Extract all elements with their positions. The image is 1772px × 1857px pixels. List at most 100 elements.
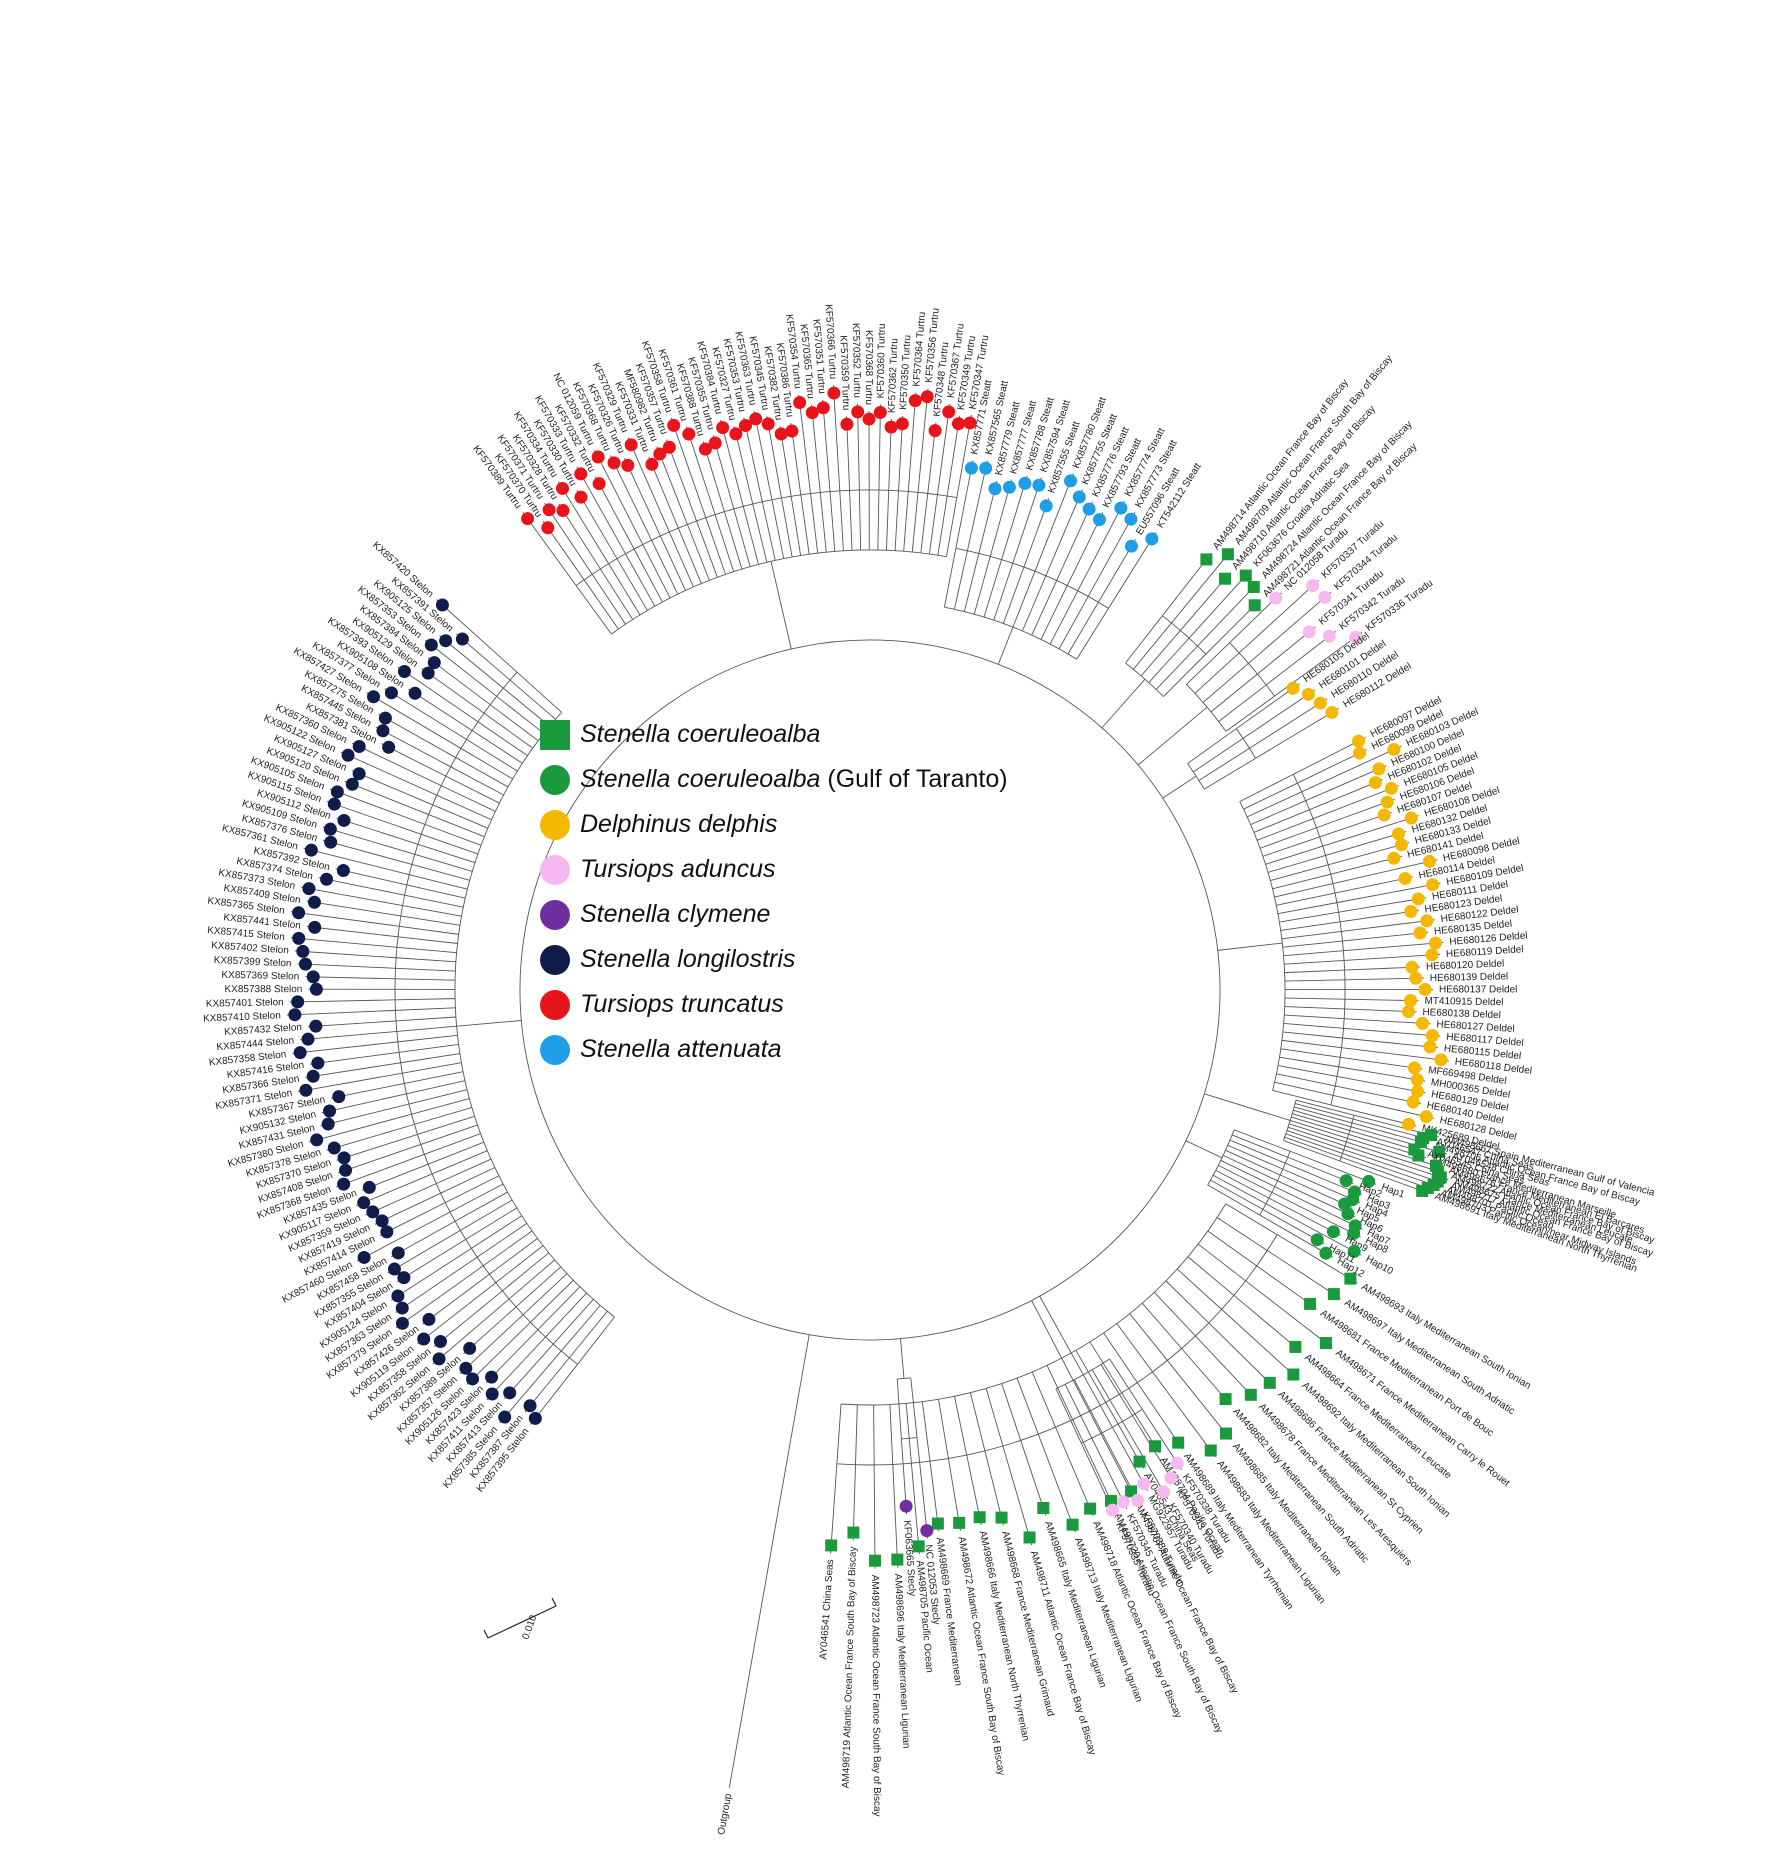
branch	[1049, 590, 1079, 645]
branch	[431, 1150, 488, 1175]
leaf-circle-marker	[307, 895, 321, 909]
branch	[307, 1020, 397, 1028]
branch	[395, 1265, 484, 1329]
branch	[404, 1071, 464, 1084]
branch	[424, 639, 497, 697]
branch	[907, 392, 917, 492]
branch	[309, 1051, 400, 1065]
leaf-circle-marker	[435, 598, 449, 612]
leaf-circle-marker	[306, 1069, 320, 1083]
legend-circle-marker	[540, 1034, 570, 1065]
leaf-circle-marker	[591, 450, 605, 464]
branch	[858, 490, 862, 551]
branch	[1262, 836, 1320, 857]
branch	[1343, 1027, 1441, 1037]
leaf-circle-marker	[397, 664, 411, 678]
leaf-circle-marker	[439, 634, 453, 648]
branch	[406, 1080, 466, 1095]
leaf-circle-marker	[1322, 629, 1336, 643]
branch	[1031, 1300, 1063, 1359]
leaf-circle-marker	[357, 1250, 371, 1264]
branch	[1034, 473, 1074, 572]
leaf-square-marker	[1433, 1145, 1446, 1158]
branch	[568, 1310, 608, 1359]
legend-label: Stenella coeruleoalba	[580, 720, 820, 749]
branch	[670, 417, 707, 518]
leaf-circle-marker	[1306, 579, 1320, 593]
leaf-circle-marker	[899, 1499, 913, 1513]
legend-entry: Stenella clymene	[540, 892, 1100, 937]
branch	[1239, 773, 1294, 802]
branch	[1238, 579, 1319, 654]
branch	[1344, 953, 1441, 961]
branch	[720, 419, 744, 507]
leaf-square-marker	[1023, 1531, 1036, 1544]
branch	[1284, 969, 1345, 974]
branch	[1031, 1371, 1057, 1428]
branch	[1088, 1411, 1136, 1499]
branch	[456, 1020, 522, 1027]
leaf-circle-marker	[840, 417, 854, 431]
branch	[440, 1167, 496, 1194]
branch	[1187, 1256, 1235, 1296]
branch	[545, 1292, 587, 1338]
branch	[289, 999, 396, 1003]
leaf-circle-marker	[366, 1205, 380, 1219]
branch	[428, 814, 485, 838]
branch	[436, 599, 518, 673]
leaf-circle-marker	[920, 390, 934, 404]
leaf-circle-marker	[1286, 681, 1300, 695]
leaf-circle-marker	[352, 767, 366, 781]
branch	[1336, 882, 1441, 904]
leaf-circle-marker	[1426, 878, 1440, 892]
branch	[714, 514, 735, 572]
leaf-circle-marker	[607, 456, 621, 470]
branch	[985, 1388, 1004, 1447]
leaf-circle-marker	[323, 1104, 337, 1118]
leaf-square-marker	[1125, 1485, 1138, 1498]
leaf-label: AM498696 Italy Mediterranean Ligurian	[892, 1573, 911, 1748]
branch	[460, 748, 513, 780]
branch	[320, 1103, 410, 1127]
leaf-circle-marker	[1341, 1207, 1355, 1221]
leaf-circle-marker	[851, 405, 865, 419]
branch	[1210, 673, 1258, 713]
branch	[1185, 1140, 1223, 1159]
leaf-circle-marker	[1411, 1084, 1425, 1098]
leaf-circle-marker	[1157, 1485, 1171, 1499]
branch	[966, 460, 988, 551]
leaf-label: KF570366 Turtru	[823, 304, 839, 380]
branch	[1274, 1081, 1334, 1096]
leaf-square-marker	[995, 1511, 1008, 1524]
leaf-circle-marker	[304, 843, 318, 857]
branch	[1277, 902, 1337, 915]
leaf-circle-marker	[1039, 499, 1053, 513]
leaf-circle-marker	[574, 467, 588, 481]
branch	[1287, 1126, 1346, 1147]
leaf-label: AM498723 Atlantic Ocean France South Bay…	[869, 1575, 882, 1817]
leaf-circle-marker	[1302, 625, 1316, 639]
leaf-circle-marker	[1124, 539, 1138, 553]
leaf-circle-marker	[1318, 590, 1332, 604]
leaf-circle-marker	[327, 797, 341, 811]
legend-species-name: Stenella longilostris	[580, 945, 796, 973]
branch	[406, 884, 466, 899]
branch	[455, 757, 509, 788]
branch	[466, 1321, 531, 1385]
leaf-circle-marker	[1409, 971, 1423, 985]
leaf-circle-marker	[1380, 795, 1394, 809]
leaf-circle-marker	[1319, 1246, 1333, 1260]
leaf-circle-marker	[306, 970, 320, 984]
branch	[928, 494, 938, 555]
leaf-square-marker	[931, 1517, 944, 1530]
branch	[791, 1373, 803, 1434]
branch	[471, 730, 523, 764]
branch	[892, 1464, 899, 1568]
leaf-circle-marker	[928, 424, 942, 438]
branch	[1061, 1357, 1090, 1412]
branch	[483, 712, 534, 749]
leaf-circle-marker	[816, 401, 830, 415]
leaf-circle-marker	[422, 1312, 436, 1326]
leaf-circle-marker	[309, 982, 323, 996]
